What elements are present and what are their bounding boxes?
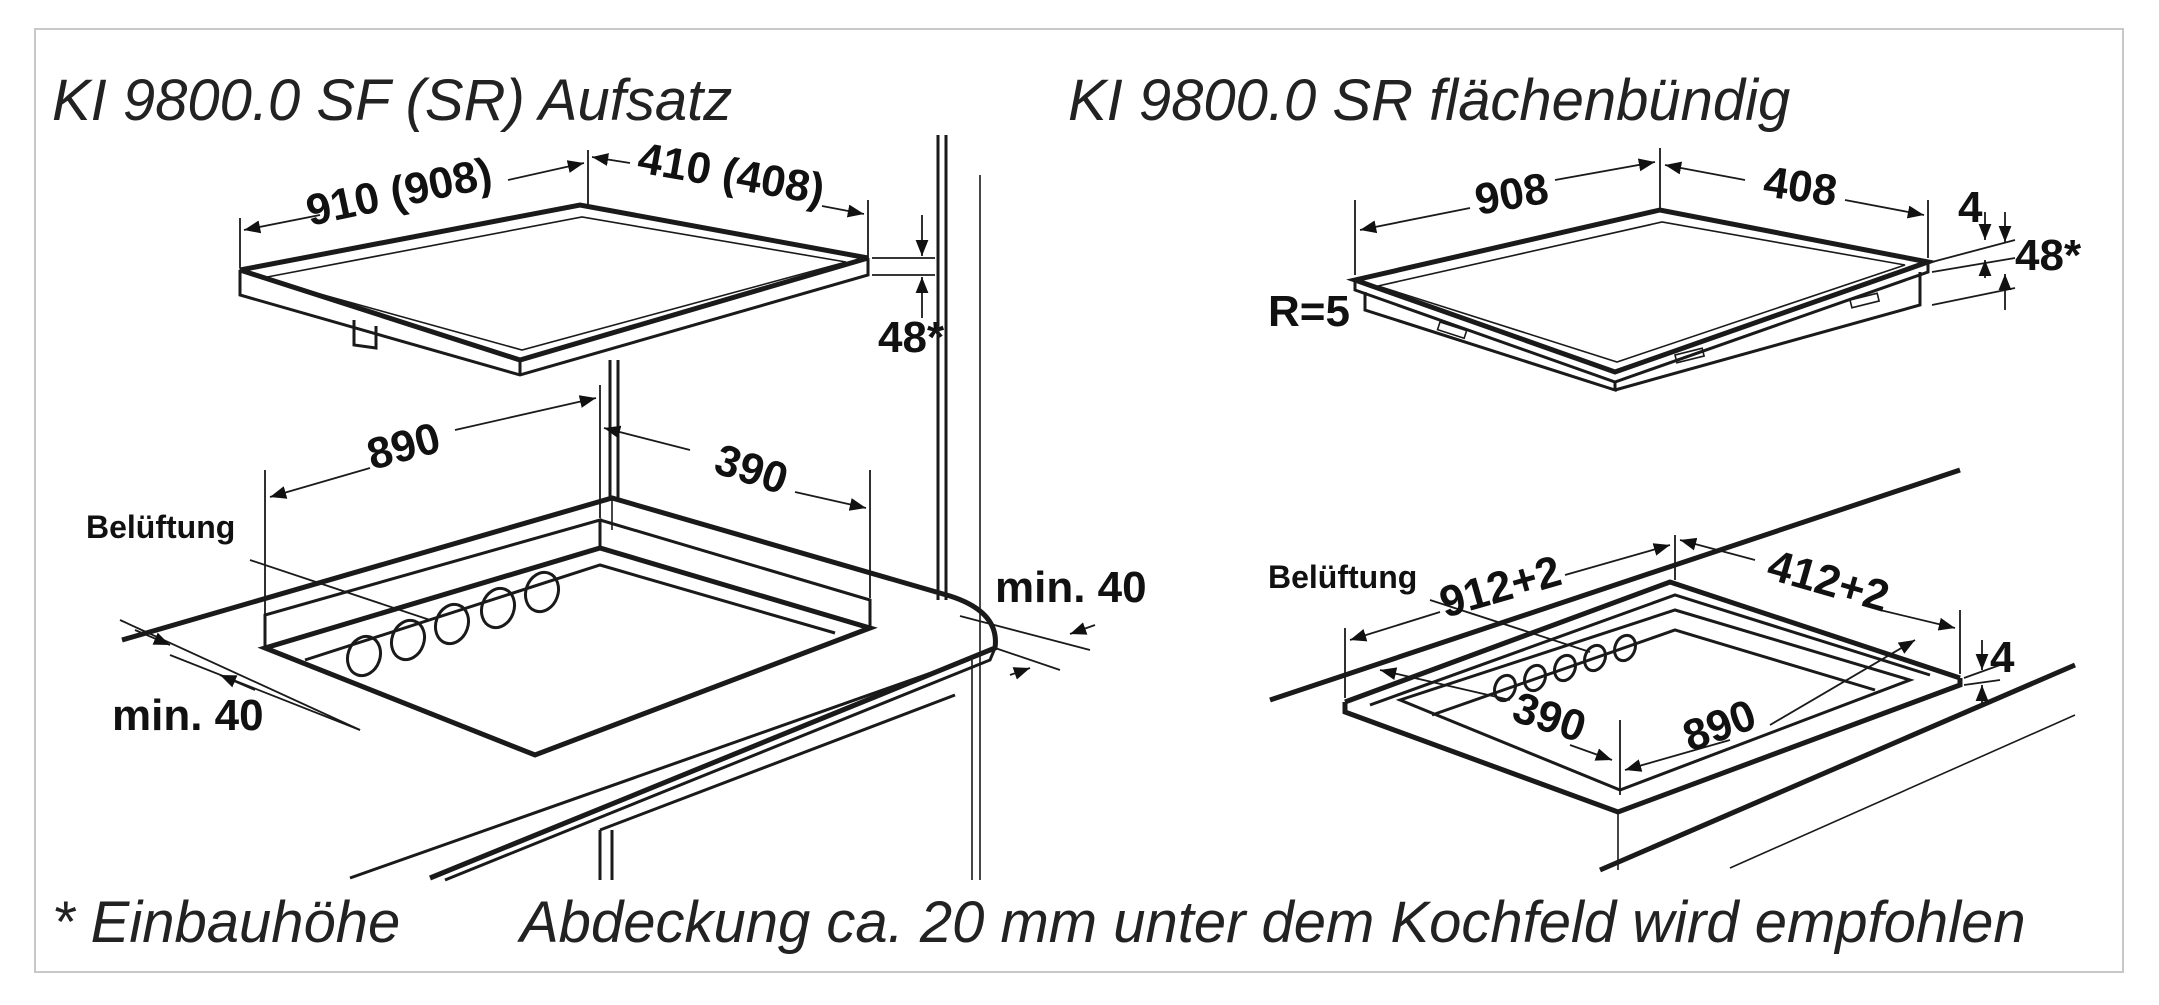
right-countertop bbox=[1269, 467, 2076, 873]
right-hob-dimensions: 908 408 4 48* bbox=[1354, 148, 2082, 310]
diagram-frame bbox=[34, 28, 2124, 973]
right-hob-width: 908 bbox=[1471, 164, 1552, 225]
left-min-back: min. 40 bbox=[995, 563, 1147, 612]
right-cutout-width: 890 bbox=[1677, 690, 1763, 761]
left-countertop bbox=[121, 495, 998, 882]
left-ventilation-label: Belüftung bbox=[86, 509, 235, 545]
right-cutout-depth: 390 bbox=[1507, 683, 1592, 752]
left-hob-width: 910 (908) bbox=[302, 149, 496, 236]
right-step-depth: 4 bbox=[1990, 633, 2015, 682]
title-left: KI 9800.0 SF (SR) Aufsatz bbox=[52, 68, 732, 133]
right-outer-depth: 412+2 bbox=[1762, 541, 1894, 622]
right-hob-rim: 4 bbox=[1958, 183, 1983, 232]
left-wall-lines bbox=[608, 135, 981, 880]
left-cutout-depth: 390 bbox=[709, 435, 794, 504]
footnote-installation-height: * Einbauhöhe bbox=[52, 890, 400, 955]
left-hob-depth: 410 (408) bbox=[634, 134, 828, 215]
right-hob: R=5 bbox=[1268, 207, 1938, 393]
recommendation-text: Abdeckung ca. 20 mm unter dem Kochfeld w… bbox=[517, 890, 2026, 955]
right-hob-radius: R=5 bbox=[1268, 287, 1350, 336]
left-cutout-width: 890 bbox=[362, 413, 446, 479]
right-hob-height: 48* bbox=[2015, 231, 2082, 280]
left-ventilation-holes bbox=[345, 570, 561, 678]
right-ventilation-holes bbox=[1493, 633, 1637, 703]
left-min-front: min. 40 bbox=[112, 691, 264, 740]
title-right: KI 9800.0 SR flächenbündig bbox=[1068, 68, 1790, 133]
left-hob-height: 48* bbox=[878, 313, 945, 362]
left-cutout-dimensions: 890 390 Belüftung min. 40 min. 40 bbox=[86, 385, 1147, 740]
right-outer-width: 912+2 bbox=[1434, 546, 1566, 627]
right-ventilation-label: Belüftung bbox=[1268, 559, 1417, 595]
right-hob-depth: 408 bbox=[1761, 157, 1841, 216]
